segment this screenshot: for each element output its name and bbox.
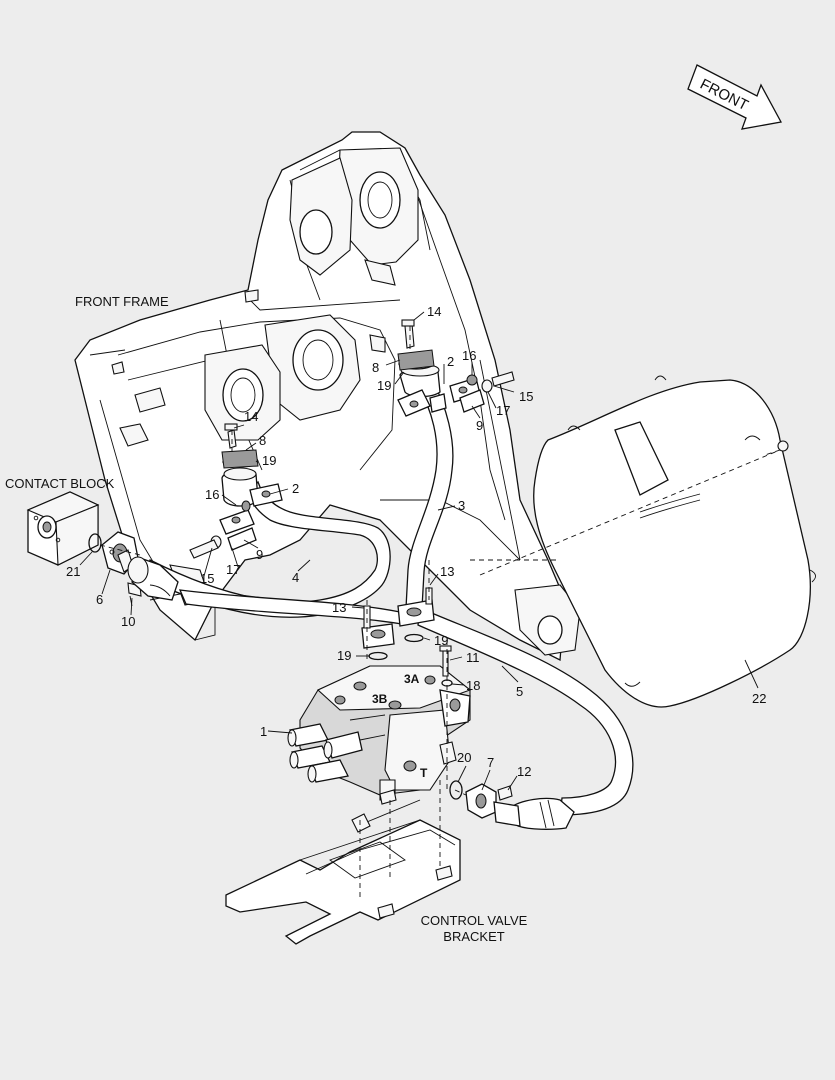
upper-left-fittings (189, 423, 283, 559)
callout-15-left: 15 (200, 571, 214, 586)
callout-19-upper-left: 19 (262, 453, 276, 468)
callout-10: 10 (121, 614, 135, 629)
contact-block (26, 491, 102, 566)
callout-20: 20 (457, 750, 471, 765)
callout-13-left: 13 (332, 600, 346, 615)
callout-2-left: 2 (292, 481, 299, 496)
callout-8-right: 8 (372, 360, 379, 375)
callout-14-right: 14 (427, 304, 441, 319)
front-direction-arrow: FRONT (687, 64, 782, 130)
callout-8-left: 8 (259, 433, 266, 448)
callout-21: 21 (66, 564, 80, 579)
upper-right-fittings (397, 319, 515, 417)
callout-16-right: 16 (462, 348, 476, 363)
callout-2-right: 2 (447, 354, 454, 369)
callout-11: 11 (466, 650, 480, 665)
callout-16-left: 16 (205, 487, 219, 502)
callout-12: 12 (517, 764, 531, 779)
front-frame (74, 131, 581, 662)
callout-19-lower-left: 19 (337, 648, 351, 663)
tube-5 (178, 589, 634, 830)
callout-9-right: 9 (476, 418, 483, 433)
callout-3: 3 (458, 498, 465, 513)
control-valve-bracket-label-line1: CONTROL VALVE (421, 913, 528, 928)
leader-lines (79, 311, 759, 791)
port-3b-label: 3B (372, 692, 388, 706)
callout-18: 18 (466, 678, 480, 693)
port-t-label: T (420, 766, 428, 780)
callout-7: 7 (487, 755, 494, 770)
callout-numbers: 1 2 2 3 4 5 6 7 8 8 9 9 10 11 12 13 13 1… (66, 304, 766, 779)
cover-plate (470, 375, 816, 708)
callout-4: 4 (292, 570, 299, 585)
callout-1: 1 (260, 724, 267, 739)
callout-17-right: 17 (496, 403, 510, 418)
assembly-lines (99, 326, 789, 796)
front-frame-label: FRONT FRAME (75, 294, 169, 309)
control-valve-bracket (225, 780, 461, 945)
outlet-flange-7 (449, 780, 521, 827)
port-3a-label: 3A (404, 672, 420, 686)
callout-6: 6 (96, 592, 103, 607)
callout-5: 5 (516, 684, 523, 699)
contact-block-label: CONTACT BLOCK (5, 476, 115, 491)
callout-22: 22 (752, 691, 766, 706)
callout-13-right: 13 (440, 564, 454, 579)
callout-14-left: 14 (244, 409, 258, 424)
hose-4 (127, 480, 391, 618)
control-valve-bracket-label-line2: BRACKET (443, 929, 504, 944)
callout-17-left: 17 (226, 562, 240, 577)
callout-19-lower-right: 19 (434, 633, 448, 648)
callout-19-upper-right: 19 (377, 378, 391, 393)
callout-9-left: 9 (256, 547, 263, 562)
callout-15-right: 15 (519, 389, 533, 404)
control-valve (287, 645, 472, 801)
port-labels: 3A 3B T (372, 672, 428, 780)
